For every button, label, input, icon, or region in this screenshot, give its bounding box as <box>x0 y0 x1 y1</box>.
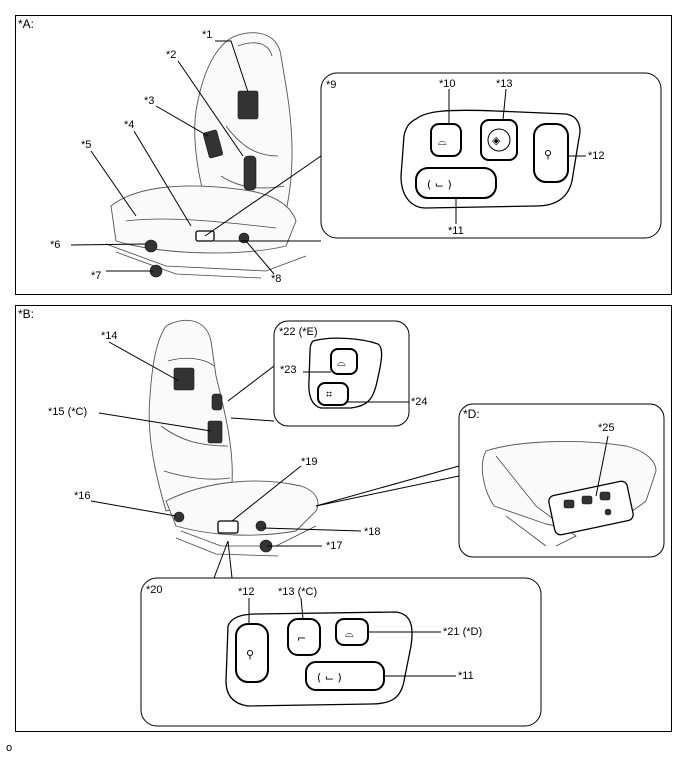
callout-10: *10 <box>439 78 456 90</box>
b-slide-switch-icon: ( ⌙ ) <box>317 671 342 684</box>
callout-12: *12 <box>588 150 605 162</box>
panel-b-drawing: ⌓ ⌗ ⚲ ⌐ ⌓ ( ⌙ ) <box>90 319 665 727</box>
panel-a-drawing: ⌓ ◈ ⚲ ( ⌙ ) <box>70 32 662 279</box>
recline-switch <box>533 123 569 183</box>
callout-24: *24 <box>411 396 428 408</box>
inset-20-frame <box>140 577 542 727</box>
seat-b-side-unit <box>211 393 223 411</box>
callout-14: *14 <box>101 330 118 342</box>
headrest-lower-switch <box>317 382 349 406</box>
seat-a-ecu-upper <box>237 90 259 120</box>
callout-b13: *13 (*C) <box>278 586 318 598</box>
callout-11: *11 <box>448 225 464 237</box>
seat-a-lumbar-unit <box>203 129 223 159</box>
b-cushion-switch-icon: ⌐ <box>297 632 306 645</box>
seat-a-side-unit <box>243 155 257 191</box>
headrest-upper-switch <box>330 348 358 375</box>
callout-17: *17 <box>326 540 343 552</box>
callout-2: *2 <box>166 49 177 61</box>
callout-23: *23 <box>280 364 297 376</box>
callout-20: *20 <box>146 584 163 596</box>
headrest-lower-switch-icon: ⌗ <box>326 388 332 401</box>
callout-3: *3 <box>144 95 155 107</box>
seat-b-backrest <box>148 319 233 512</box>
seat-b-cushion <box>165 480 319 536</box>
callout-18: *18 <box>364 526 381 538</box>
callout-8: *8 <box>271 273 282 285</box>
seat-a-cushion <box>110 185 297 254</box>
panel-d-label: *D: <box>463 407 480 421</box>
callout-22: *22 (*E) <box>279 326 318 338</box>
callout-25: *25 <box>598 422 615 434</box>
seat-b-motor-front <box>173 511 185 523</box>
callout-4: *4 <box>124 119 135 131</box>
inset-9-frame <box>320 72 662 239</box>
callout-b11: *11 <box>458 670 474 682</box>
panel-b-label: *B: <box>18 307 35 321</box>
footer-mark: o <box>6 742 13 754</box>
callout-13: *13 <box>496 78 513 90</box>
headrest-switch <box>430 123 462 157</box>
seat-b-motor-right <box>255 520 267 532</box>
seat-b-ecu-upper <box>173 367 195 391</box>
inset-d-frame <box>458 403 665 558</box>
callout-15: *15 (*C) <box>48 406 88 418</box>
panel-a: *A: ⌓ <box>15 15 672 295</box>
headrest-switch-icon: ⌓ <box>438 135 447 148</box>
callout-19: *19 <box>301 456 318 468</box>
seat-a-motor-front <box>144 239 158 253</box>
callout-1: *1 <box>202 29 213 41</box>
recline-switch-icon: ⚲ <box>544 148 552 161</box>
callout-9: *9 <box>326 79 337 91</box>
callout-6: *6 <box>50 239 61 251</box>
panel-b: *B: ⌓ ⌗ <box>15 305 672 732</box>
b-cushion-switch <box>287 618 321 656</box>
b-recline-switch-icon: ⚲ <box>246 648 254 661</box>
callout-16: *16 <box>74 490 91 502</box>
panel-a-label: *A: <box>18 17 35 31</box>
seat-b-switch-mount <box>217 520 239 534</box>
inset-22-frame <box>273 320 410 427</box>
multi-way-switch-icon: ◈ <box>492 134 501 147</box>
seat-d-switch-panel <box>548 480 634 536</box>
callout-7: *7 <box>91 270 102 282</box>
callout-b12: *12 <box>238 586 255 598</box>
multi-way-switch <box>480 119 518 161</box>
callout-21: *21 (*D) <box>443 626 483 638</box>
slide-switch-icon: ( ⌙ ) <box>427 178 452 191</box>
b-recline-switch <box>235 623 269 683</box>
callout-5: *5 <box>81 139 92 151</box>
headrest-upper-switch-icon: ⌓ <box>337 356 346 369</box>
b-headrest-switch-icon: ⌓ <box>345 627 354 640</box>
seat-b-lumbar-unit <box>207 420 223 444</box>
